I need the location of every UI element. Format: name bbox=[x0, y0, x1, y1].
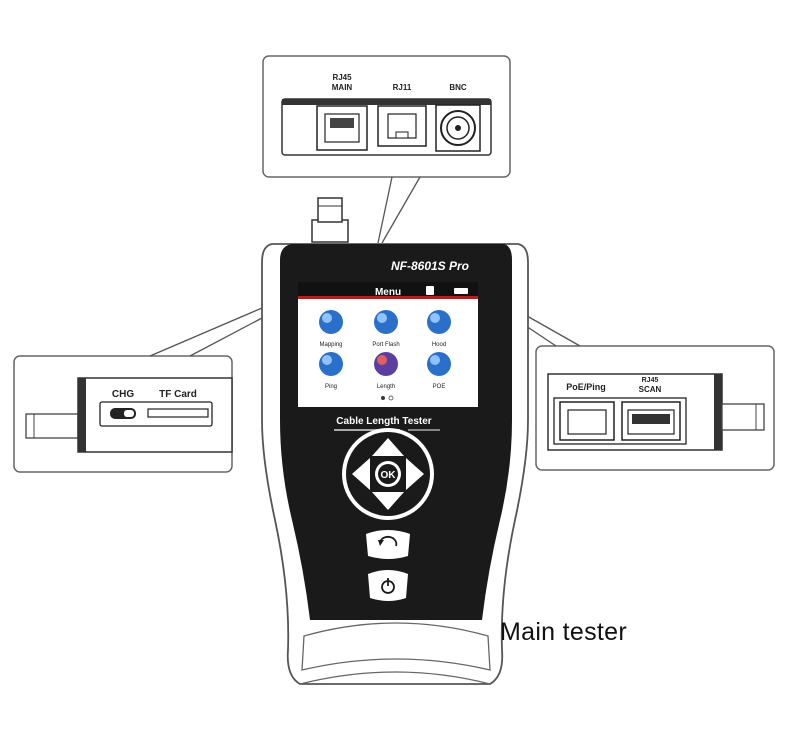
menu-icon-mapping[interactable] bbox=[319, 310, 343, 334]
menu-label-port-flash: Port Flash bbox=[372, 342, 399, 348]
device-screen: Menu Mapping Port Flash bbox=[298, 282, 478, 407]
tf-card-slot bbox=[147, 408, 209, 418]
menu-label-mapping: Mapping bbox=[319, 342, 342, 348]
rj45-scan-port bbox=[621, 401, 681, 441]
up-arrow-button[interactable] bbox=[372, 438, 404, 456]
menu-icon-hood[interactable] bbox=[427, 310, 451, 334]
navigation-pad: OK bbox=[342, 428, 434, 520]
return-icon bbox=[379, 536, 398, 547]
ok-button[interactable]: OK bbox=[375, 461, 401, 487]
sd-icon bbox=[426, 286, 434, 295]
menu-icon-poe[interactable] bbox=[427, 352, 451, 376]
left-callout: CHG TF Card bbox=[13, 307, 263, 473]
right-arrow-button[interactable] bbox=[406, 458, 424, 490]
bnc-connector-top bbox=[311, 197, 349, 243]
main-tester-device: NF-8601S Pro Menu bbox=[261, 243, 529, 685]
menu-icon-length[interactable] bbox=[374, 352, 398, 376]
down-arrow-button[interactable] bbox=[372, 492, 404, 510]
bnc-port bbox=[435, 104, 481, 152]
model-name: NF-8601S Pro bbox=[391, 259, 469, 273]
charge-port bbox=[110, 408, 136, 419]
product-name: Cable Length Tester bbox=[336, 416, 431, 427]
poe-ping-label: PoE/Ping bbox=[566, 382, 606, 392]
menu-label-ping: Ping bbox=[325, 384, 337, 390]
rj11-port bbox=[377, 105, 427, 147]
poe-ping-port bbox=[559, 401, 615, 441]
menu-icon-port-flash[interactable] bbox=[374, 310, 398, 334]
rj45-main-label-line2: MAIN bbox=[332, 83, 353, 92]
chg-label: CHG bbox=[112, 389, 134, 400]
rj45-main-port bbox=[316, 105, 368, 151]
bnc-label: BNC bbox=[449, 83, 467, 92]
back-button[interactable] bbox=[366, 530, 410, 559]
menu-label-length: Length bbox=[377, 384, 395, 390]
tf-card-label: TF Card bbox=[159, 389, 197, 400]
menu-label-hood: Hood bbox=[432, 342, 446, 348]
left-arrow-button[interactable] bbox=[352, 458, 370, 490]
page-dot-active bbox=[381, 396, 385, 400]
page-dot bbox=[388, 395, 394, 401]
top-callout: RJ45 MAIN RJ11 BNC bbox=[262, 55, 511, 244]
rj45-scan-label-line2: SCAN bbox=[639, 385, 662, 394]
power-button[interactable] bbox=[368, 570, 408, 601]
right-callout: PoE/Ping RJ45 SCAN bbox=[519, 311, 775, 471]
menu-icon-ping[interactable] bbox=[319, 352, 343, 376]
diagram-caption: Main tester bbox=[500, 618, 627, 646]
rj45-scan-label-line1: RJ45 bbox=[642, 377, 659, 384]
battery-icon bbox=[454, 288, 468, 294]
screen-title: Menu bbox=[375, 287, 401, 298]
rj11-label: RJ11 bbox=[393, 83, 412, 92]
ok-label: OK bbox=[381, 470, 397, 481]
rj45-main-label-line1: RJ45 bbox=[332, 73, 352, 82]
menu-label-poe: POE bbox=[433, 384, 446, 390]
